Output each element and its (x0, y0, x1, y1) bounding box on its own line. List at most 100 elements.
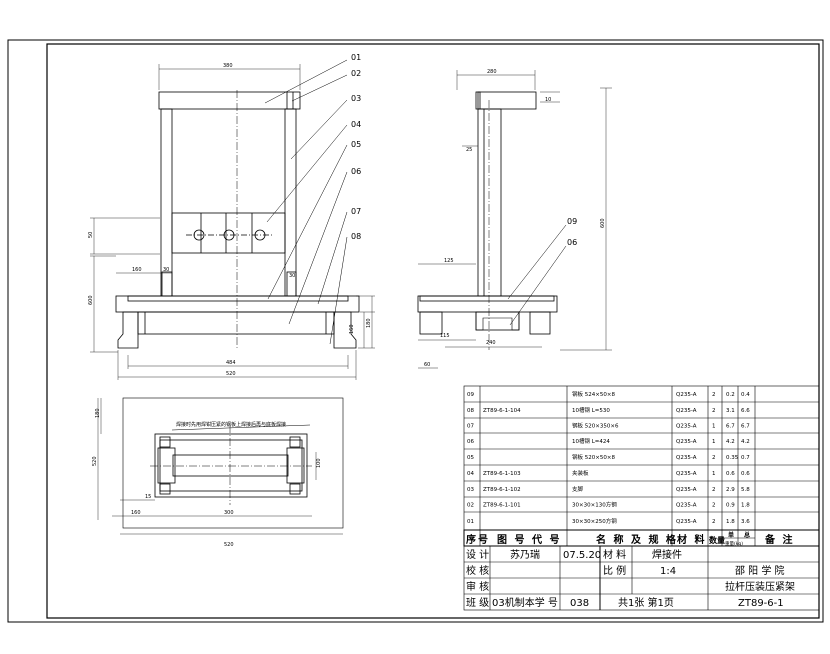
dim-top-total: 520 (92, 456, 98, 466)
bom-cell-name: 钢板 524×50×8 (572, 390, 615, 398)
tb-sheets: 共1张 第1页 (618, 596, 674, 609)
dim-top-base: 520 (224, 542, 234, 548)
bom-cell-no: 05 (467, 455, 474, 461)
tb-school: 邵 阳 学 院 (735, 564, 785, 577)
bom-cell-total: 4.2 (741, 439, 750, 445)
bom-cell-unit: 0.6 (726, 471, 735, 477)
tb-check-label: 校 核 (466, 564, 489, 577)
bom-header-total: 总 (744, 531, 750, 539)
leader-04: 04 (351, 120, 361, 129)
bom-header-unit: 单 (728, 531, 734, 539)
dim-col-width: 30 (163, 267, 169, 273)
bom-header-qty: 数量 (709, 535, 725, 545)
bom-header-remark: 备 注 (764, 533, 794, 546)
bom-cell-name: 10槽钢 L=530 (572, 406, 610, 414)
tb-drawing-no: ZT89-6-1 (738, 598, 784, 609)
bom-cell-total: 6.6 (741, 408, 750, 414)
bom-cell-mat: Q235-A (676, 471, 697, 477)
leader-02: 02 (351, 69, 361, 78)
leader-09: 09 (567, 217, 577, 226)
bom-cell-name: 30×30×250方钢 (572, 517, 617, 525)
title-block: 设 计 苏乃瑞 07.5.20 校 核 审 核 班 级 03机制本学 号 038… (463, 545, 820, 611)
tb-review-label: 审 核 (466, 580, 489, 593)
bom-header-code: 图 号 代 号 (497, 533, 561, 546)
outer-frame (7, 39, 824, 623)
dim-left-offset: 160 (132, 267, 142, 273)
dim-side-web: 25 (466, 147, 472, 153)
bom-cell-mat: Q235-A (676, 439, 697, 445)
bom-cell-code: ZT89-6-1-103 (483, 471, 521, 477)
leader-08: 08 (351, 232, 361, 241)
bom-cell-qty: 2 (712, 519, 716, 525)
bom-cell-unit: 2.9 (726, 487, 735, 493)
dim-inner-width: 30 (289, 273, 295, 279)
bom-cell-code: ZT89-6-1-104 (483, 408, 521, 414)
bom-header-weight: 重量(kg) (725, 540, 743, 547)
bom-cell-qty: 2 (712, 392, 716, 398)
bom-cell-no: 06 (467, 439, 474, 445)
bom-cell-name: 夹装板 (572, 469, 589, 477)
bom-cell-name: 支脚 (572, 485, 584, 493)
bom-cell-qty: 2 (712, 455, 716, 461)
bom-cell-no: 09 (467, 392, 474, 398)
tb-class-value: 03机制本学 号 (492, 596, 558, 609)
bom-cell-name: 钢板 520×50×8 (572, 453, 615, 461)
dim-right-h1: 160 (349, 324, 355, 334)
bom-cell-qty: 2 (712, 487, 716, 493)
bom-cell-unit: 4.2 (726, 439, 735, 445)
front-view (90, 59, 375, 380)
bom-cell-mat: Q235-A (676, 392, 697, 398)
inner-frame (46, 43, 820, 619)
bom-cell-unit: 0.35 (726, 455, 739, 461)
tb-material: 焊接件 (652, 548, 682, 561)
dim-top-inner: 300 (224, 510, 234, 516)
bom-cell-mat: Q235-A (676, 455, 697, 461)
bom-cell-unit: 0.2 (726, 392, 735, 398)
leader-03: 03 (351, 94, 361, 103)
leader-06-side: 06 (567, 238, 577, 247)
bom-cell-total: 5.8 (741, 487, 750, 493)
dim-top-left-off: 160 (131, 510, 141, 516)
dim-side-total: 600 (600, 218, 606, 228)
bom-header-name: 名 称 及 规 格 (596, 533, 678, 546)
bom-cell-total: 0.6 (741, 471, 750, 477)
tb-designer: 苏乃瑞 (510, 548, 540, 561)
side-view-labels: 280 10 25 125 115 240 60 600 09 06 (424, 69, 606, 368)
tb-class-label: 班 级 (466, 597, 489, 609)
bom-cell-unit: 3.1 (726, 408, 735, 414)
tb-scale-label: 比 例 (603, 564, 626, 577)
bom-cell-qty: 1 (712, 424, 716, 430)
bom-cell-name: 钢板 520×350×6 (572, 422, 619, 430)
dim-top-right: 100 (316, 458, 322, 468)
tb-student-no: 038 (570, 598, 589, 609)
top-view (97, 397, 344, 535)
dim-side-corner: 10 (545, 97, 551, 103)
bom-header-material: 材 料 (677, 533, 706, 546)
bom-cell-no: 02 (467, 503, 474, 509)
bom-cell-qty: 1 (712, 471, 716, 477)
bom-cell-total: 0.7 (741, 455, 750, 461)
dim-side-base: 60 (424, 362, 430, 368)
dim-side-h2: 115 (440, 333, 450, 339)
bom-cell-total: 6.7 (741, 424, 750, 430)
side-view (417, 70, 612, 369)
bom-cell-total: 0.4 (741, 392, 750, 398)
dim-total-height: 600 (88, 295, 94, 305)
bom-cell-no: 08 (467, 408, 474, 414)
bom-cell-qty: 2 (712, 408, 716, 414)
dim-top-upper: 180 (95, 408, 101, 418)
bom-cell-no: 04 (467, 471, 474, 477)
dim-base-width: 520 (226, 371, 236, 377)
leader-05: 05 (351, 140, 361, 149)
dim-side-h1: 125 (444, 258, 454, 264)
tb-design-label: 设 计 (466, 548, 489, 561)
bom-cell-no: 01 (467, 519, 474, 525)
bom-cell-mat: Q235-A (676, 503, 697, 509)
